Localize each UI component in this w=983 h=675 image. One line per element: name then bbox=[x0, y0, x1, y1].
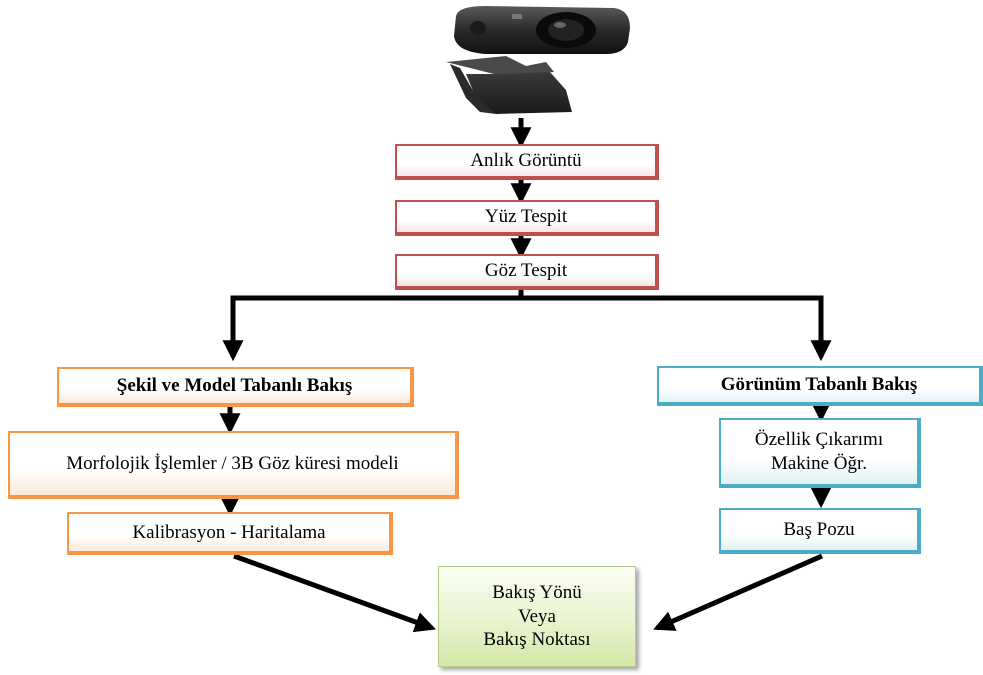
feature-extraction-label: Özellik Çıkarımı bbox=[754, 429, 884, 451]
face-detection-label: Yüz Tespit bbox=[484, 206, 568, 228]
arrow-split-left bbox=[222, 295, 523, 362]
eye-detection-label: Göz Tespit bbox=[484, 260, 568, 282]
arrow-split-right bbox=[519, 295, 832, 362]
webcam-icon bbox=[446, 6, 630, 114]
arrow-right-to-result bbox=[653, 553, 823, 631]
capture-label: Anlık Görüntü bbox=[470, 150, 582, 172]
appearance-based-title: Görünüm Tabanlı Bakış bbox=[720, 374, 918, 396]
calibration-label: Kalibrasyon - Haritalama bbox=[132, 521, 326, 543]
machine-learning-label: Makine Öğr. bbox=[770, 453, 868, 474]
calibration-box: Kalibrasyon - Haritalama bbox=[67, 512, 393, 555]
result-line-gaze-point: Bakış Noktası bbox=[483, 629, 591, 651]
result-box: Bakış Yönü Veya Bakış Noktası bbox=[438, 566, 636, 667]
morphology-box: Morfolojik İşlemler / 3B Göz küresi mode… bbox=[8, 431, 459, 499]
face-detection-box: Yüz Tespit bbox=[395, 200, 659, 236]
shape-model-based-title: Şekil ve Model Tabanlı Bakış bbox=[116, 375, 353, 397]
morphology-label: Morfolojik İşlemler / 3B Göz küresi mode… bbox=[66, 453, 399, 475]
shape-model-based-title-box: Şekil ve Model Tabanlı Bakış bbox=[57, 367, 414, 407]
appearance-based-title-box: Görünüm Tabanlı Bakış bbox=[657, 366, 983, 406]
head-pose-box: Baş Pozu bbox=[719, 508, 921, 554]
result-line-or: Veya bbox=[518, 605, 556, 627]
arrow-left-to-result bbox=[233, 553, 436, 633]
feature-extraction-box: Özellik Çıkarımı Makine Öğr. bbox=[719, 418, 921, 488]
head-pose-label: Baş Pozu bbox=[783, 519, 855, 541]
result-line-gaze-direction: Bakış Yönü bbox=[492, 581, 582, 603]
eye-detection-box: Göz Tespit bbox=[395, 254, 659, 290]
capture-box: Anlık Görüntü bbox=[395, 144, 659, 180]
